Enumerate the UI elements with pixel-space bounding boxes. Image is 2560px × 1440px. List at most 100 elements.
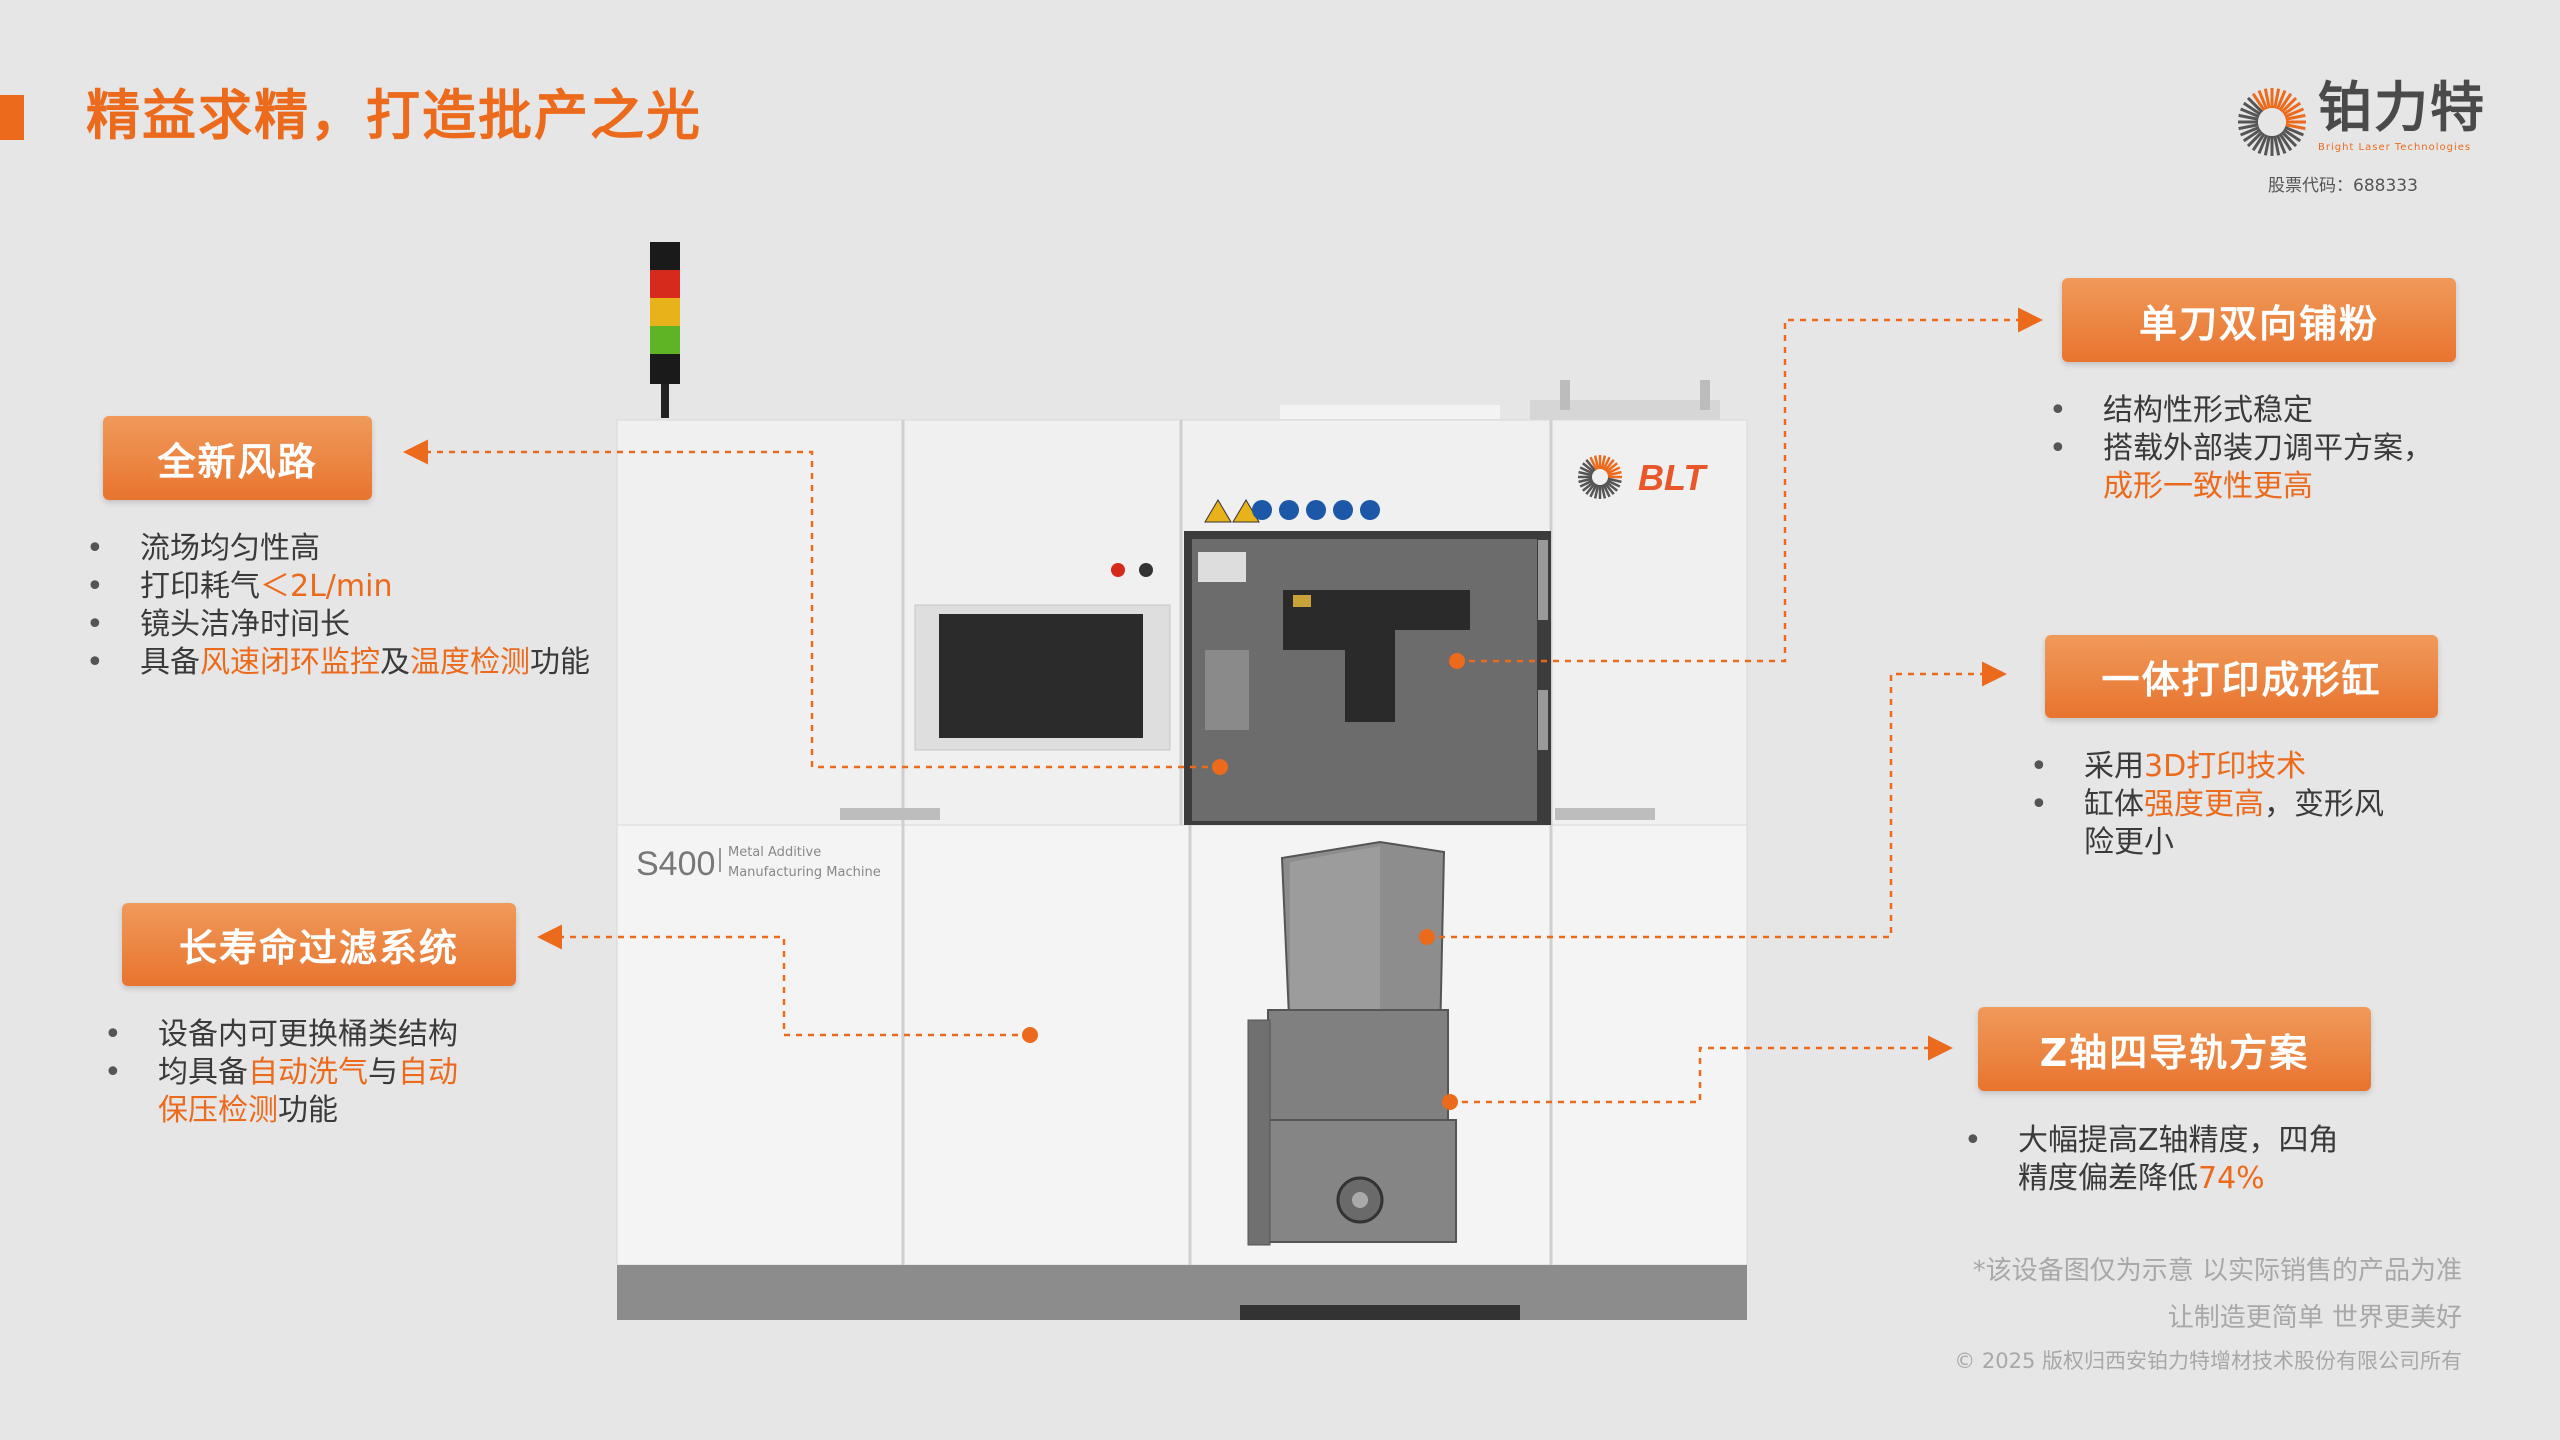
logo-ray: [1602, 483, 1611, 498]
bullet-item: 精度偏差降低74%: [1964, 1160, 2339, 1198]
logo-ray: [2251, 132, 2266, 152]
machine-subtitle-2: Manufacturing Machine: [728, 865, 881, 880]
bullet-item: 打印耗气＜2L/min: [86, 568, 590, 606]
title-accent-bar: [0, 95, 24, 140]
copyright: © 2025 版权归西安铂力特增材技术股份有限公司所有: [1954, 1349, 2462, 1373]
bullet-item: 采用3D打印技术: [2030, 748, 2384, 786]
logo-ray: [1605, 462, 1618, 473]
highlight-text: ＜2L/min: [260, 569, 393, 604]
connector-dots: [1022, 653, 1465, 1110]
logo-ray: [1602, 456, 1611, 471]
logo-ray: [1605, 481, 1618, 492]
logo-ray: [1604, 482, 1615, 495]
bullet-item: 搭载外部装刀调平方案，: [2049, 430, 2433, 468]
bullet-item: 具备风速闭环监控及温度检测功能: [86, 644, 590, 682]
bullet-item: 保压检测功能: [104, 1092, 458, 1130]
company-logo-icon: [2238, 88, 2306, 156]
bullet-text: 大幅提高Z轴精度，四角: [2018, 1123, 2339, 1158]
build-cylinder-icon: [1247, 840, 1457, 1246]
logo-ray: [2246, 130, 2264, 148]
logo-ray: [1593, 455, 1600, 470]
logo-ray: [1578, 477, 1593, 484]
stock-code: 股票代码：688333: [2268, 176, 2418, 196]
bullet-text: 搭载外部装刀调平方案，: [2103, 431, 2433, 466]
bullet-text: 镜头洁净时间长: [140, 607, 350, 642]
logo-ray: [1607, 477, 1622, 484]
logo-ray: [2275, 134, 2287, 154]
feature-tag-airflow: 全新风路: [103, 416, 372, 500]
bullet-text: ，变形风: [2264, 787, 2384, 822]
machine-brand: BLT: [1638, 457, 1708, 498]
bullet-item: 设备内可更换桶类结构: [104, 1016, 458, 1054]
bullet-item: 结构性形式稳定: [2049, 392, 2433, 430]
machine-subtitle-1: Metal Additive: [728, 845, 821, 860]
bullet-item: 险更小: [2030, 824, 2384, 862]
connector-airflow: [403, 439, 1220, 769]
bullet-text: 打印耗气: [140, 569, 260, 604]
bullet-text: 精度偏差降低: [2018, 1161, 2198, 1196]
bullet-item: 缸体强度更高，变形风: [2030, 786, 2384, 824]
bullet-item: 大幅提高Z轴精度，四角: [1964, 1122, 2339, 1160]
logo-ray: [2238, 113, 2259, 121]
logo-ray: [1593, 484, 1600, 499]
logo-ray: [1600, 455, 1607, 470]
warning-labels-icon: [1204, 499, 1380, 523]
filter-bullets: 设备内可更换桶类结构均具备自动洗气与自动保压检测功能: [104, 1016, 458, 1130]
machine-model: S400: [636, 845, 715, 883]
logo-ray: [2263, 88, 2271, 109]
bullet-text: 具备: [140, 645, 200, 680]
disclaimer: *该设备图仅为示意 以实际销售的产品为准: [1972, 1256, 2462, 1286]
logo-ray: [2282, 128, 2302, 143]
logo-ray: [1600, 484, 1607, 499]
bullet-text: 结构性形式稳定: [2103, 393, 2313, 428]
airflow-bullets: 流场均匀性高打印耗气＜2L/min镜头洁净时间长具备风速闭环监控及温度检测功能: [86, 530, 590, 682]
bullet-text: 均具备: [158, 1055, 248, 1090]
logo-ray: [2273, 88, 2281, 109]
logo-ray: [2257, 90, 2269, 110]
feature-tag-recoater: 单刀双向铺粉: [2062, 278, 2456, 362]
logo-ray: [2246, 96, 2264, 114]
highlight-text: 强度更高: [2144, 787, 2264, 822]
bullet-item: 均具备自动洗气与自动: [104, 1054, 458, 1092]
feature-tag-zaxis: Z轴四导轨方案: [1978, 1007, 2371, 1091]
logo-ray: [2240, 107, 2260, 119]
bullet-text: 及: [380, 645, 410, 680]
logo-ray: [1582, 481, 1595, 492]
feature-tag-cylinder: 一体打印成形缸: [2045, 635, 2438, 718]
bullet-text: 采用: [2084, 749, 2144, 784]
connector-zaxis: [1450, 1035, 1953, 1104]
logo-ray: [2257, 134, 2269, 154]
logo-ray: [1578, 470, 1593, 477]
feature-tag-filter: 长寿命过滤系统: [122, 903, 516, 986]
highlight-text: 自动: [398, 1055, 458, 1090]
logo-ray: [1607, 470, 1622, 477]
connector-cylinder: [1427, 661, 2007, 939]
connector-filter: [537, 924, 1030, 1037]
page-title: 精益求精，打造批产之光: [86, 84, 702, 147]
logo-ray: [2282, 101, 2302, 116]
bullet-item: 镜头洁净时间长: [86, 606, 590, 644]
bullet-item: 流场均匀性高: [86, 530, 590, 568]
logo-ray: [1589, 483, 1598, 498]
logo-ray: [2263, 135, 2271, 156]
bullet-text: 功能: [278, 1093, 338, 1128]
highlight-text: 成形一致性更高: [2103, 469, 2313, 504]
logo-ray: [2251, 92, 2266, 112]
logo-ray: [2285, 123, 2306, 131]
slogan: 让制造更简单 世界更美好: [2167, 1303, 2462, 1333]
bullet-text: 与: [368, 1055, 398, 1090]
logo-ray: [2284, 107, 2304, 119]
recoater-bullets: 结构性形式稳定搭载外部装刀调平方案，成形一致性更高: [2049, 392, 2433, 506]
logo-ray: [2240, 125, 2260, 137]
logo-ray: [2284, 125, 2304, 137]
highlight-text: 保压检测: [158, 1093, 278, 1128]
logo-ray: [1585, 459, 1596, 472]
logo-ray: [2280, 130, 2298, 148]
logo-ray: [2278, 92, 2293, 112]
bullet-item: 成形一致性更高: [2049, 468, 2433, 506]
logo-ray: [1604, 459, 1615, 472]
logo-ray: [1579, 479, 1594, 488]
logo-ray: [1585, 482, 1596, 495]
